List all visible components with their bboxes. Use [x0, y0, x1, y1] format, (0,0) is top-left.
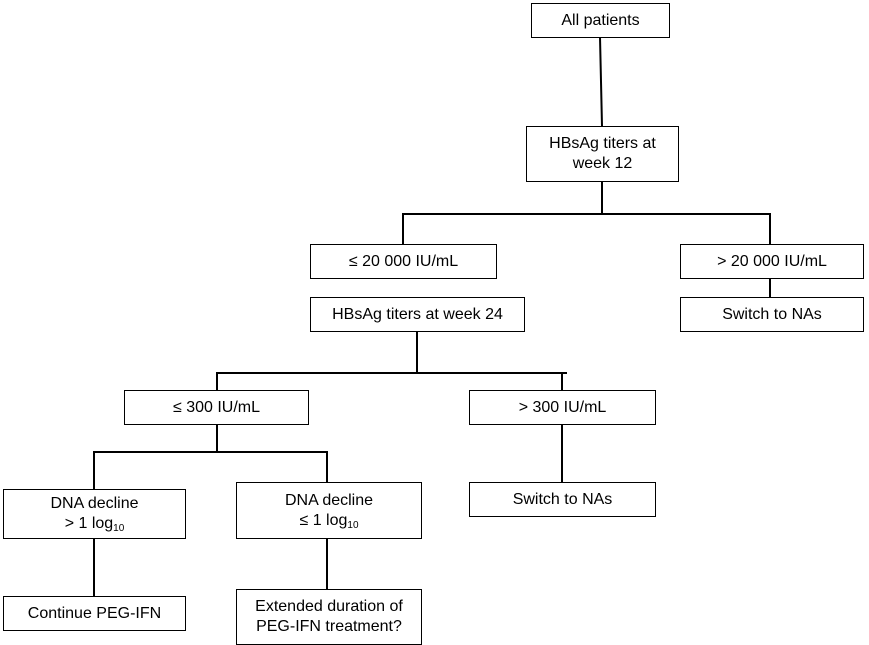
node-dna-decline-le-prefix: ≤ 1 log	[299, 511, 348, 529]
node-le-20000: ≤ 20 000 IU/mL	[310, 244, 497, 279]
node-gt-20000: > 20 000 IU/mL	[680, 244, 864, 279]
node-all-patients: All patients	[531, 3, 670, 38]
node-gt-20000-label: > 20 000 IU/mL	[717, 252, 827, 270]
node-gt-300-label: > 300 IU/mL	[518, 398, 607, 416]
node-le-20000-label: ≤ 20 000 IU/mL	[348, 252, 459, 270]
node-switch-nas-mid: Switch to NAs	[469, 482, 656, 517]
node-switch-nas-top-label: Switch to NAs	[722, 305, 822, 323]
node-extended-duration: Extended duration of PEG-IFN treatment?	[236, 589, 422, 645]
connector-all-to-week12	[598, 35, 604, 128]
node-continue-peg-ifn: Continue PEG-IFN	[3, 596, 186, 631]
node-dna-decline-le-line1: DNA decline	[284, 491, 374, 509]
node-dna-decline-gt-line2: > 1 log10	[65, 514, 125, 534]
node-hbsag-week12-line2: week 12	[572, 155, 633, 172]
node-le-300: ≤ 300 IU/mL	[124, 390, 309, 425]
node-switch-nas-mid-label: Switch to NAs	[512, 490, 613, 508]
node-extended-duration-line1: Extended duration of	[255, 598, 403, 615]
node-gt-300: > 300 IU/mL	[469, 390, 656, 425]
node-dna-decline-gt-line1: DNA decline	[50, 495, 139, 512]
node-dna-decline-le-subscript: 10	[347, 519, 359, 531]
node-continue-peg-ifn-label: Continue PEG-IFN	[27, 604, 162, 622]
node-hbsag-week24-label: HBsAg titers at week 24	[332, 305, 503, 323]
node-dna-decline-le: DNA decline ≤ 1 log10	[236, 482, 422, 539]
node-all-patients-label: All patients	[561, 11, 640, 29]
node-dna-decline-gt-subscript: 10	[113, 523, 125, 534]
node-dna-decline-le-line2: ≤ 1 log10	[299, 511, 358, 531]
node-extended-duration-line2: PEG-IFN treatment?	[256, 618, 402, 635]
node-dna-decline-gt: DNA decline > 1 log10	[3, 489, 186, 539]
node-hbsag-week12: HBsAg titers at week 12	[526, 126, 679, 182]
node-le-300-label: ≤ 300 IU/mL	[172, 398, 261, 416]
node-hbsag-week24: HBsAg titers at week 24	[310, 297, 525, 332]
node-dna-decline-gt-prefix: > 1 log	[64, 515, 114, 532]
node-hbsag-week12-line1: HBsAg titers at	[549, 135, 656, 152]
node-switch-nas-top: Switch to NAs	[680, 297, 864, 332]
